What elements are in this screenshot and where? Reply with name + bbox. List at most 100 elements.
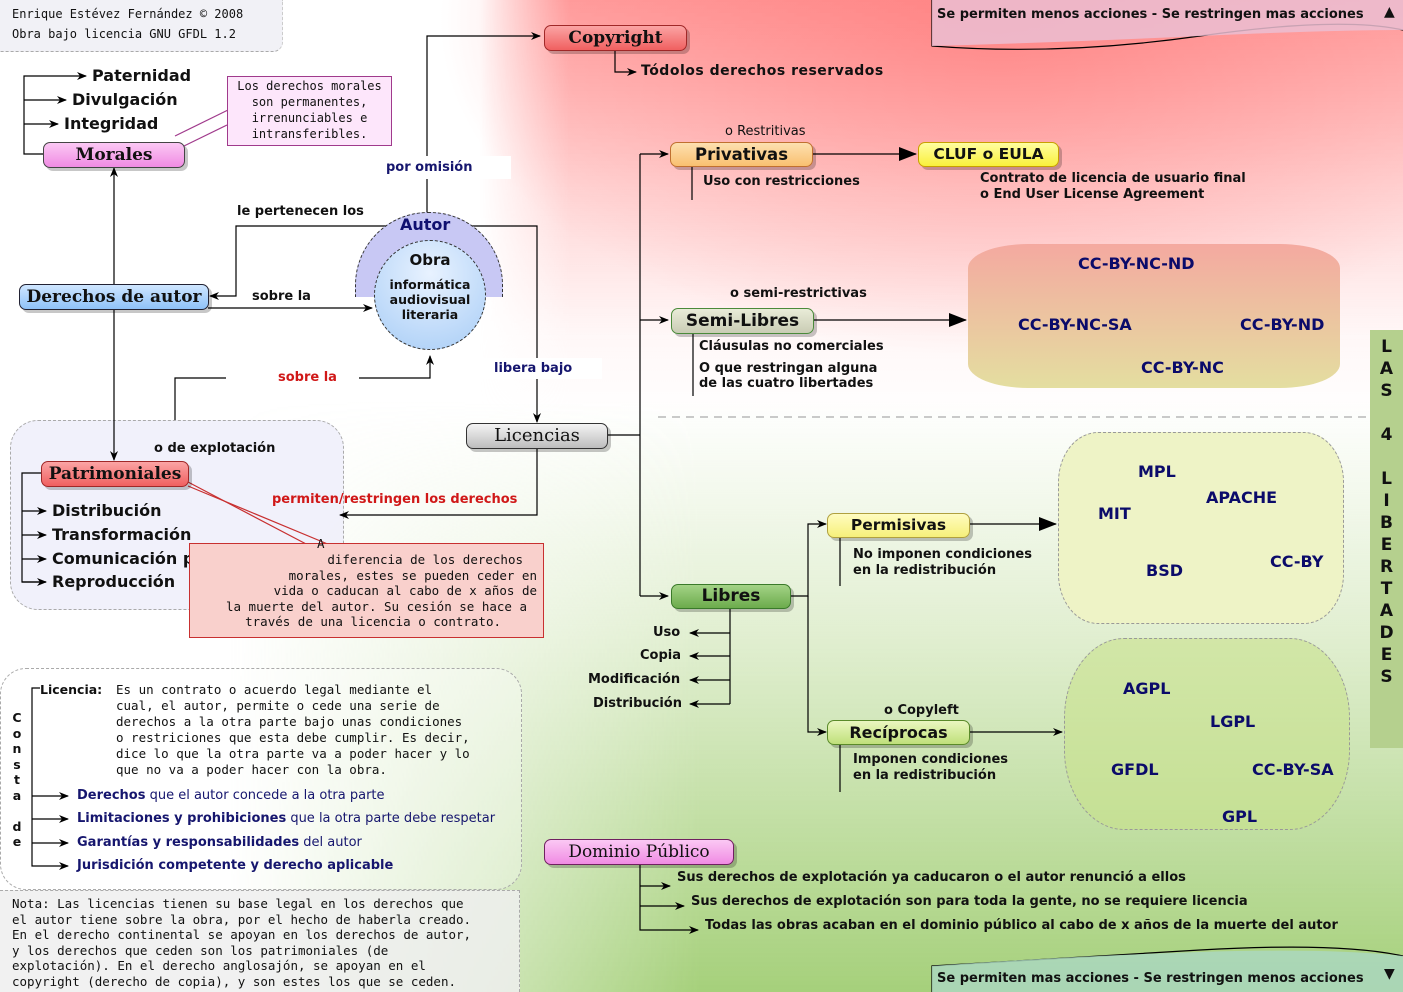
restrictive-banner-text: Se permiten menos acciones - Se restring… xyxy=(937,7,1364,22)
consta-letter: e xyxy=(12,834,22,849)
licencia-item-bold: Garantías y responsabilidades xyxy=(77,835,300,850)
node-morales[interactable]: Morales xyxy=(43,142,185,168)
patrimoniales-subtitle: o de explotación xyxy=(154,441,276,456)
node-libres[interactable]: Libres xyxy=(671,584,791,609)
patrimonial-right: Reproducción xyxy=(52,572,176,591)
node-obra[interactable]: Obra informática audiovisual literaria xyxy=(374,240,486,350)
permisivas-license-cloud xyxy=(1058,432,1344,624)
node-derechos-de-autor[interactable]: Derechos de autor xyxy=(19,284,209,310)
node-patrimoniales[interactable]: Patrimoniales xyxy=(41,461,189,487)
freedom-uso: Uso xyxy=(653,625,681,640)
callout-line: irrenunciables e xyxy=(251,111,368,125)
side-letter xyxy=(1370,446,1403,468)
nota-line: explotación). En el derecho anglosajón, … xyxy=(12,958,426,973)
edge-label-sobre-la: sobre la xyxy=(252,289,311,304)
nota-line: Nota: Las licencias tienen su base legal… xyxy=(12,896,464,911)
nota-line: y los derechos que ceden son los patrimo… xyxy=(12,942,389,958)
node-libres-label: Libres xyxy=(701,586,761,606)
reciprocas-subtitle: o Copyleft xyxy=(884,703,959,718)
semilibres-subtitle: o semi-restrictivas xyxy=(730,286,867,301)
node-copyright-label: Copyright xyxy=(568,28,663,48)
license-cc-by-sa[interactable]: CC-BY-SA xyxy=(1252,760,1334,779)
callout-line: morales, estes se pueden ceder en xyxy=(288,567,537,583)
obra-type: literaria xyxy=(401,307,459,322)
side-letter: 4 xyxy=(1380,425,1393,445)
licencia-item-bold: Derechos xyxy=(77,788,146,803)
reciprocas-license-cloud xyxy=(1064,638,1350,830)
callout-line: través de una licencia o contrato. xyxy=(245,614,501,629)
license-mpl[interactable]: MPL xyxy=(1138,462,1176,481)
moral-right-integridad: Integridad xyxy=(64,114,159,133)
node-privativas-label: Privativas xyxy=(694,145,789,164)
license-cc-by-nc[interactable]: CC-BY-NC xyxy=(1141,358,1224,377)
node-reciprocas-label: Recíprocas xyxy=(849,723,948,742)
freedom-distribucion: Distribución xyxy=(593,696,682,711)
licencia-item-bold: Limitaciones y prohibiciones xyxy=(77,811,287,826)
side-letter: E xyxy=(1380,645,1393,665)
nota-line: el autor tiene sobre la obra, por el hec… xyxy=(12,911,472,927)
consta-letter: C xyxy=(12,710,22,725)
edge-label-permiten-restringen: permiten/restringen los derechos xyxy=(272,492,518,507)
node-morales-label: Morales xyxy=(75,145,153,165)
consta-letter: d xyxy=(12,818,22,834)
license-agpl[interactable]: AGPL xyxy=(1123,679,1171,698)
license-cc-by[interactable]: CC-BY xyxy=(1270,552,1324,571)
licencia-term: Licencia: xyxy=(40,682,103,697)
dominio-publico-item: Sus derechos de explotación son para tod… xyxy=(691,894,1248,909)
side-letter: D xyxy=(1379,623,1394,643)
node-patrimoniales-label: Patrimoniales xyxy=(48,464,182,484)
moral-right-paternidad: Paternidad xyxy=(92,66,192,85)
callout-line: son permanentes, xyxy=(251,95,368,109)
license-cc-by-nc-nd[interactable]: CC-BY-NC-ND xyxy=(1078,254,1195,273)
definition-line: derechos a la otra parte bajo unas condi… xyxy=(116,714,463,729)
license-bsd[interactable]: BSD xyxy=(1146,561,1183,580)
license-apache[interactable]: APACHE xyxy=(1206,488,1278,507)
consta-letter: n xyxy=(12,741,22,756)
node-derechos-de-autor-label: Derechos de autor xyxy=(26,287,202,307)
privativas-note: Uso con restricciones xyxy=(703,174,860,189)
cluf-note: Contrato de licencia de usuario final o … xyxy=(980,171,1246,203)
license-cc-by-nc-sa[interactable]: CC-BY-NC-SA xyxy=(1018,315,1132,334)
license-cc-by-nd[interactable]: CC-BY-ND xyxy=(1240,315,1325,334)
patrimonial-right: Distribución xyxy=(52,501,162,520)
callout-line: diferencia de los derechos xyxy=(327,552,523,567)
node-cluf-eula[interactable]: CLUF o EULA xyxy=(918,142,1059,167)
node-semilibres[interactable]: Semi-Libres xyxy=(671,308,814,334)
node-reciprocas[interactable]: Recíprocas xyxy=(827,720,970,745)
dominio-publico-item: Sus derechos de explotación ya caducaron… xyxy=(677,870,1186,885)
node-semilibres-label: Semi-Libres xyxy=(685,311,800,331)
reciprocas-note: Imponen condiciones en la redistribución xyxy=(853,752,1008,784)
node-dominio-publico[interactable]: Dominio Público xyxy=(544,839,734,865)
licencia-item-rest: que el autor concede a la otra parte xyxy=(145,788,385,803)
moral-right-divulgacion: Divulgación xyxy=(72,90,178,109)
semilibres-note: O que restringan alguna de las cuatro li… xyxy=(699,361,877,391)
node-licencias[interactable]: Licencias xyxy=(466,423,608,449)
permisivas-note-line: en la redistribución xyxy=(853,563,997,578)
callout-line: intransferibles. xyxy=(251,127,368,141)
freedom-copia: Copia xyxy=(640,648,682,663)
definition-line: cual, el autor, permite o cede una serie… xyxy=(116,698,440,713)
node-permisivas-label: Permisivas xyxy=(850,516,947,534)
side-letter: A xyxy=(1379,601,1394,621)
license-mit[interactable]: MIT xyxy=(1098,504,1131,523)
edge-label-sobre-la-red: sobre la xyxy=(226,368,359,387)
license-gfdl[interactable]: GFDL xyxy=(1111,760,1159,779)
side-letter: T xyxy=(1380,579,1393,599)
side-letter: B xyxy=(1380,513,1393,533)
edge-label-por-omision: por omisión xyxy=(372,156,511,179)
license-lgpl[interactable]: LGPL xyxy=(1210,712,1256,731)
licencia-item: Jurisdición competente y derecho aplicab… xyxy=(77,858,393,873)
reciprocas-note-line: Imponen condiciones xyxy=(853,752,1009,767)
callout-line: A xyxy=(317,536,325,551)
license-gpl[interactable]: GPL xyxy=(1222,807,1258,826)
node-permisivas[interactable]: Permisivas xyxy=(827,513,970,538)
node-privativas[interactable]: Privativas xyxy=(670,142,813,167)
side-letter: I xyxy=(1383,491,1390,511)
node-autor-label[interactable]: Autor xyxy=(400,215,451,234)
callout-line: la muerte del autor. Su cesión se hace a xyxy=(225,598,527,614)
dominio-publico-item: Todas las obras acaban en el dominio púb… xyxy=(705,918,1338,933)
node-copyright[interactable]: Copyright xyxy=(544,25,687,51)
arrow-down-icon: ▼ xyxy=(1384,966,1395,982)
consta-letter: s xyxy=(13,756,21,772)
